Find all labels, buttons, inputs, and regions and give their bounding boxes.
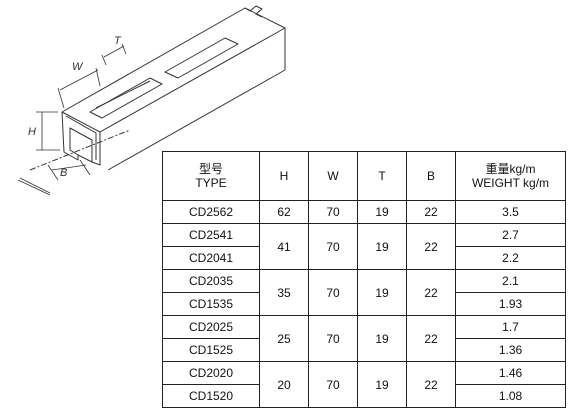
header-type-cn: 型号	[198, 162, 223, 176]
cell-type: CD2025	[162, 315, 260, 339]
header-h: H	[259, 151, 309, 201]
header-weight-en: WEIGHT kg/m	[471, 176, 550, 190]
cell-weight: 1.36	[455, 338, 566, 362]
cell-type: CD2041	[162, 246, 260, 270]
spec-table: 型号 TYPE H W T B 重量kg/m WEIGHT kg/m CD256…	[162, 151, 566, 408]
cell-weight: 1.46	[455, 361, 566, 385]
cell-w: 70	[308, 361, 358, 408]
cell-w: 70	[308, 315, 358, 362]
dim-label-h: H	[28, 126, 36, 138]
cell-w: 70	[308, 223, 358, 270]
lip-flange	[77, 154, 93, 163]
cell-weight: 3.5	[455, 200, 566, 224]
cell-h: 25	[259, 315, 309, 362]
cell-weight: 2.2	[455, 246, 566, 270]
cell-w: 70	[308, 269, 358, 316]
cell-b: 22	[406, 315, 456, 362]
dim-label-t: T	[114, 35, 122, 47]
slot-front	[89, 77, 163, 119]
cell-h: 35	[259, 269, 309, 316]
header-type: 型号 TYPE	[162, 151, 260, 201]
centre-line	[29, 129, 131, 171]
cell-type: CD1525	[162, 338, 260, 362]
cell-t: 19	[357, 315, 407, 362]
table-header-row: 型号 TYPE H W T B 重量kg/m WEIGHT kg/m	[162, 151, 566, 201]
cell-weight: 1.93	[455, 292, 566, 316]
header-b: B	[406, 151, 456, 201]
cell-weight: 2.1	[455, 269, 566, 293]
header-type-en: TYPE	[195, 176, 227, 190]
table-row: CD2035 35 70 19 22 2.1	[162, 269, 566, 316]
cell-t: 19	[357, 223, 407, 270]
end-notch	[244, 5, 263, 18]
cell-type: CD2035	[162, 269, 260, 293]
header-weight: 重量kg/m WEIGHT kg/m	[455, 151, 566, 201]
dim-h-lines	[36, 111, 60, 151]
header-weight-cn: 重量kg/m	[485, 162, 536, 176]
cell-weight: 1.08	[455, 384, 566, 408]
table-row: CD2041 2.2	[162, 246, 566, 270]
dim-t-lines	[101, 43, 127, 66]
cell-t: 19	[357, 269, 407, 316]
cell-weight: 2.7	[455, 223, 566, 247]
cell-type: CD2541	[162, 223, 260, 247]
channel-profile-drawing: H W T B	[17, 5, 286, 196]
cell-h: 20	[259, 361, 309, 408]
front-c-profile	[61, 111, 101, 166]
dim-lower-leader	[17, 177, 51, 196]
dim-label-w: W	[72, 61, 84, 73]
channel-top-outline	[61, 7, 286, 133]
cell-b: 22	[406, 223, 456, 270]
table-row: CD2562 62 70 19 22 3.5	[162, 200, 566, 224]
table-row: CD2541 41 70 19 22 2.7	[162, 223, 566, 270]
cell-h: 62	[259, 200, 309, 224]
cell-type: CD1535	[162, 292, 260, 316]
cell-t: 19	[357, 200, 407, 224]
front-c-inner	[65, 115, 97, 160]
table-row: CD2020 20 70 19 22 1.46	[162, 361, 566, 408]
cell-h: 41	[259, 223, 309, 270]
slot-front-inner	[95, 80, 151, 109]
cell-t: 19	[357, 361, 407, 408]
cell-weight: 1.7	[455, 315, 566, 339]
dim-b-lines	[47, 159, 91, 181]
cell-type: CD2020	[162, 361, 260, 385]
dim-w-lines	[57, 67, 101, 109]
cell-b: 22	[406, 361, 456, 408]
slot-rear	[164, 37, 239, 79]
cell-type: CD2562	[162, 200, 260, 224]
table-row: CD1525 1.36	[162, 338, 566, 362]
cell-b: 22	[406, 200, 456, 224]
cell-w: 70	[308, 200, 358, 224]
header-t: T	[357, 151, 407, 201]
side-face-outline	[107, 28, 286, 171]
cell-b: 22	[406, 269, 456, 316]
table-row: CD1520 1.08	[162, 384, 566, 408]
table-row: CD2025 25 70 19 22 1.7	[162, 315, 566, 362]
table-row: CD1535 1.93	[162, 292, 566, 316]
cell-type: CD1520	[162, 384, 260, 408]
header-w: W	[308, 151, 358, 201]
dim-label-b: B	[60, 167, 67, 179]
